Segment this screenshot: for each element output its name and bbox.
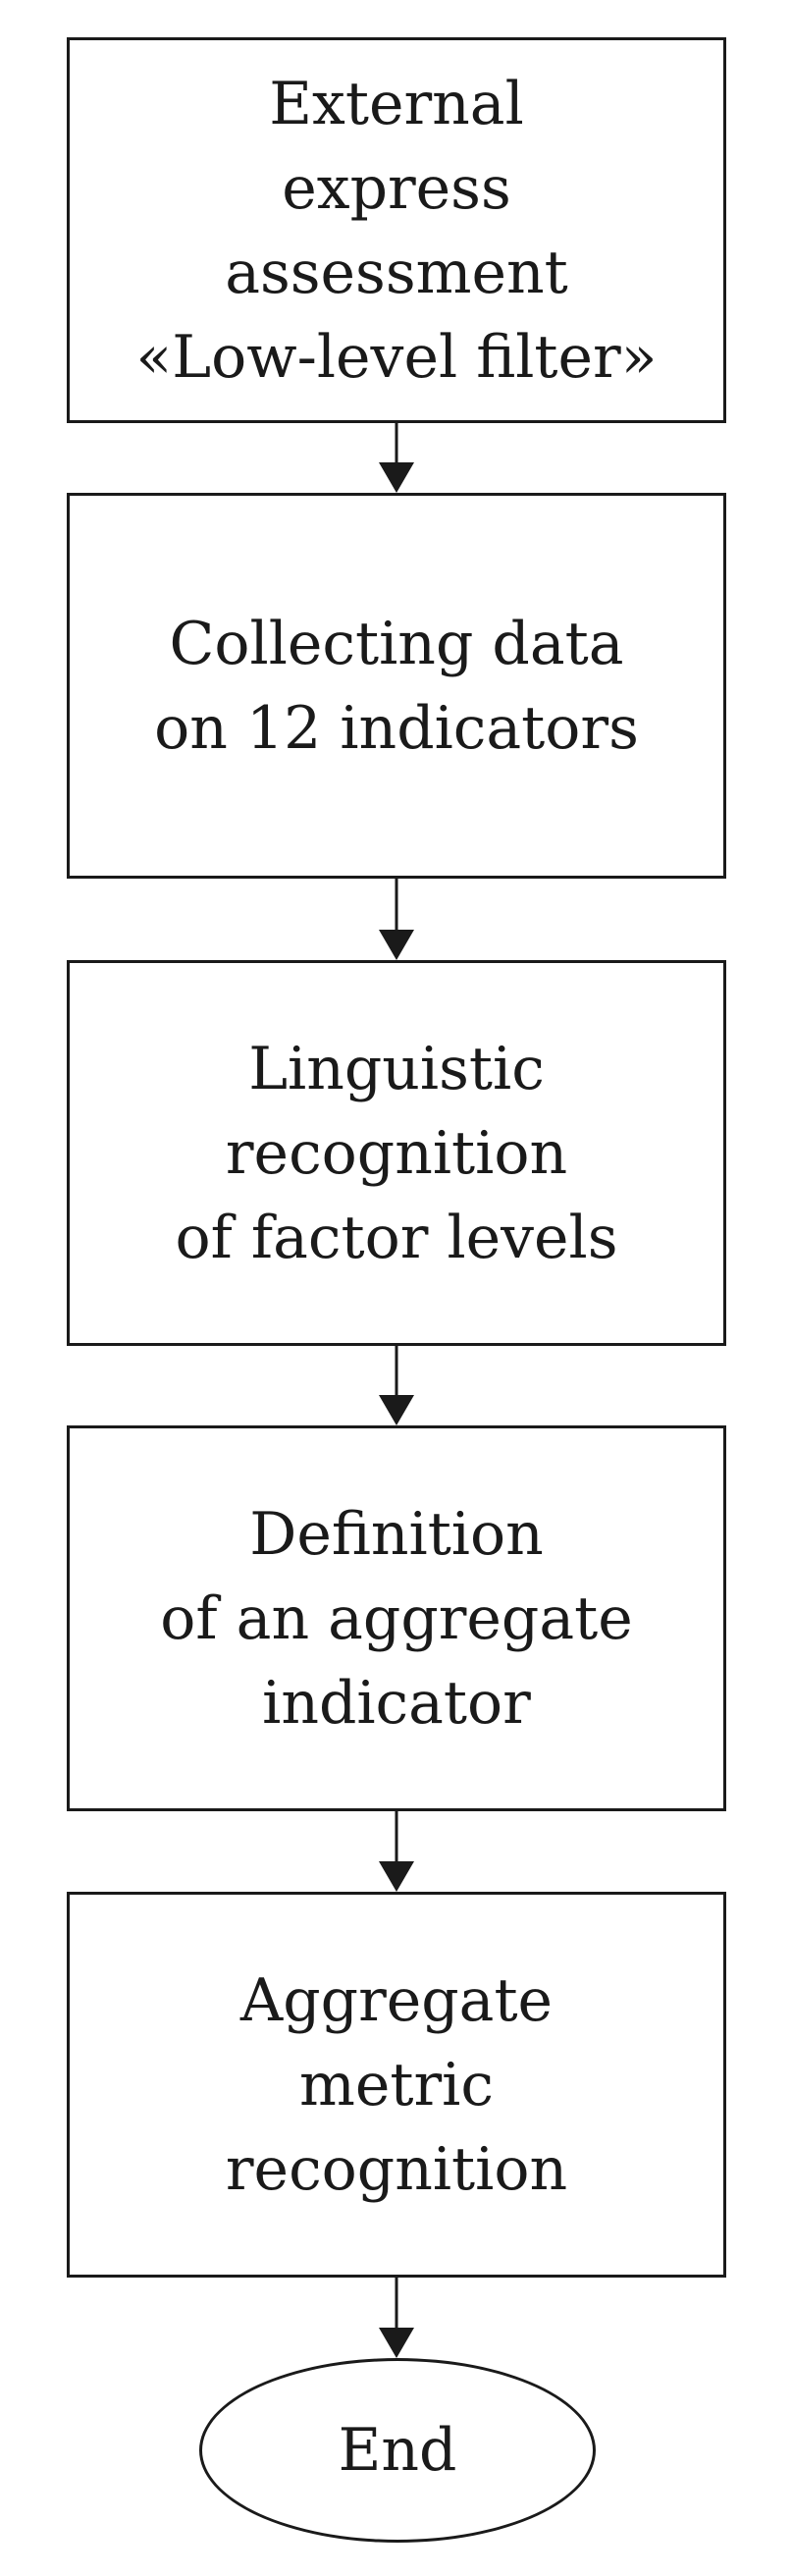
step-external-express-assessment: External express assessment «Low-level f…	[67, 37, 726, 423]
step-linguistic-recognition: Linguistic recognition of factor levels	[67, 960, 726, 1346]
arrow-down-icon	[379, 2278, 414, 2358]
end-terminal: End	[199, 2358, 596, 2543]
arrow-down-icon	[379, 423, 414, 493]
arrow-down-icon	[379, 1346, 414, 1425]
step-label: Aggregate metric recognition	[225, 1965, 568, 2204]
step-collecting-data: Collecting data on 12 indicators	[67, 493, 726, 879]
step-aggregate-metric-recognition: Aggregate metric recognition	[67, 1892, 726, 2278]
arrow-down-icon	[379, 1811, 414, 1892]
step-label: External express assessment «Low-level f…	[135, 69, 658, 392]
step-aggregate-indicator-definition: Definition of an aggregate indicator	[67, 1425, 726, 1811]
step-label: Definition of an aggregate indicator	[160, 1499, 633, 1738]
end-label: End	[338, 2416, 457, 2485]
step-label: Linguistic recognition of factor levels	[175, 1034, 618, 1272]
arrow-down-icon	[379, 879, 414, 960]
step-label: Collecting data on 12 indicators	[154, 609, 639, 763]
